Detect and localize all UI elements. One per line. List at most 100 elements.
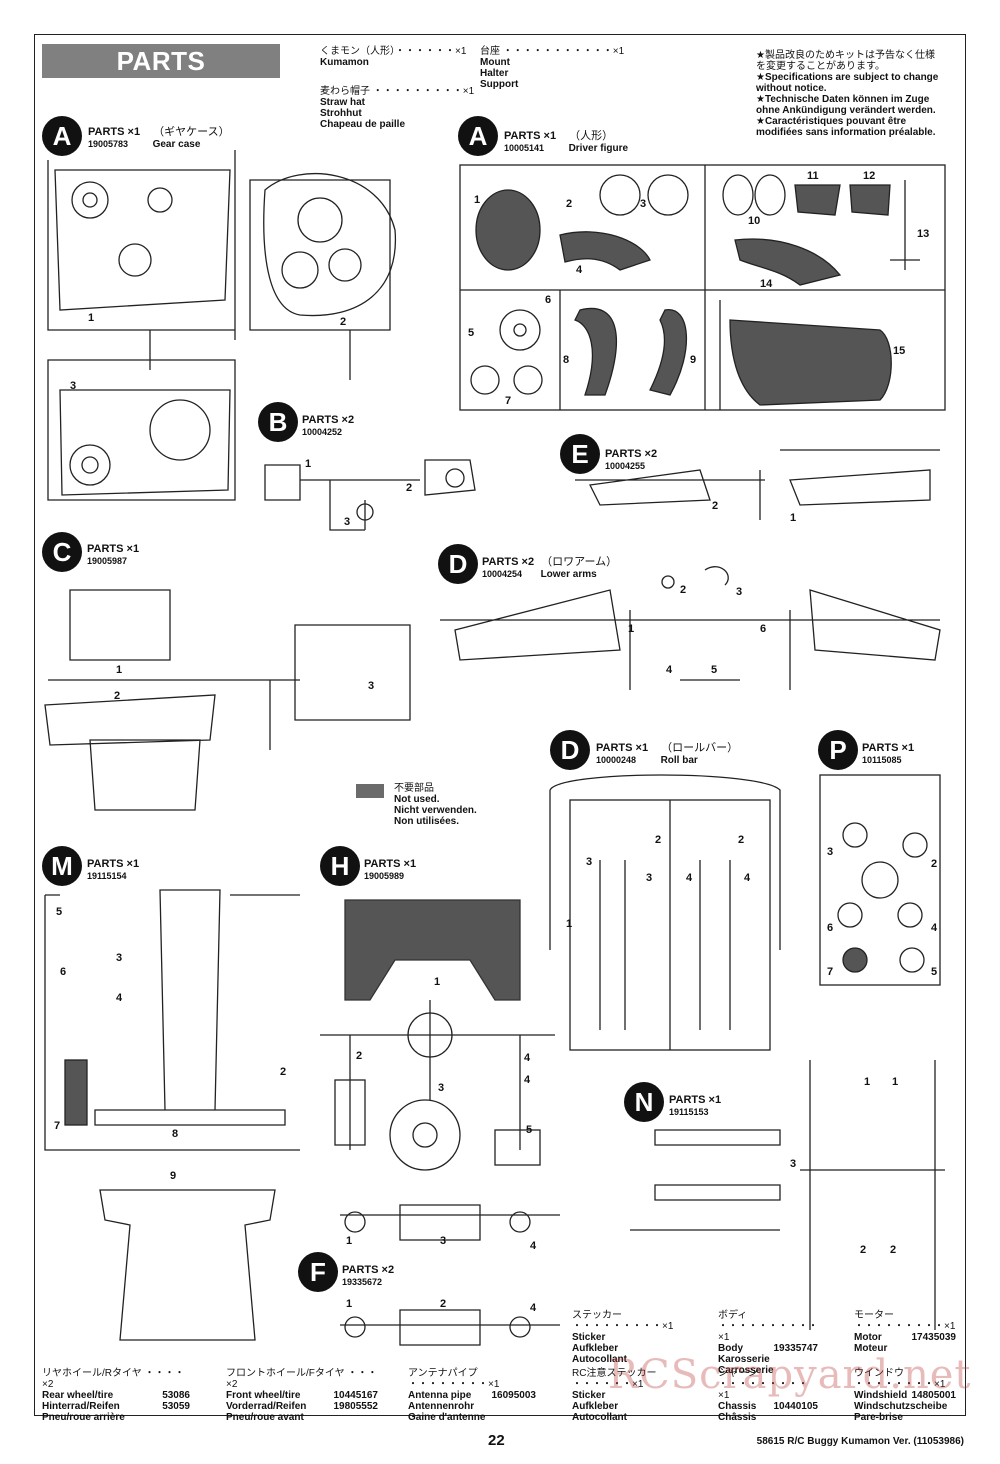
part-number: 2 [406, 482, 413, 494]
part-number: 9 [690, 354, 697, 366]
parts-d-lower-label: PARTS ×2 （ロワアーム） 10004254 Lower arms [482, 556, 618, 580]
part-number: 3 [586, 856, 593, 868]
part-number: 5 [468, 327, 475, 339]
parts-f-label: PARTS ×2 19335672 [342, 1264, 395, 1287]
part-number: 3 [646, 872, 653, 884]
part-number: 3 [368, 680, 375, 692]
parts-m-label: PARTS ×1 19115154 [87, 858, 140, 881]
part-number: 11 [807, 170, 819, 182]
parts-b-label: PARTS ×2 10004252 [302, 414, 355, 437]
part-number: 2 [440, 1298, 447, 1310]
badge-d-lower: D [438, 544, 478, 584]
part-number: 7 [505, 395, 512, 407]
page-number: 22 [488, 1432, 505, 1449]
mount-item: 台座 ・・・・・・・・・・・×1 Mount Halter Support [480, 46, 625, 90]
part-number: 6 [545, 294, 552, 306]
page-title: PARTS [42, 44, 280, 78]
badge-n: N [624, 1082, 664, 1122]
part-number: 2 [280, 1066, 287, 1078]
parts-c-label: PARTS ×1 19005987 [87, 543, 140, 566]
parts-d-roll-label: PARTS ×1 （ロールバー） 10000248 Roll bar [596, 742, 739, 766]
spec-notice: ★製品改良のためキットは予告なく仕様 を変更することがあります。 ★Specif… [756, 50, 939, 138]
part-number: 5 [711, 664, 718, 676]
part-number: 4 [116, 992, 123, 1004]
part-number: 4 [576, 264, 583, 276]
part-number: 1 [892, 1076, 899, 1088]
part-number: 7 [827, 966, 834, 978]
part-number: 3 [344, 516, 351, 528]
kumamon-item: くまモン（人形）・・・・・・×1 Kumamon [320, 46, 467, 68]
badge-c: C [42, 532, 82, 572]
part-number: 4 [530, 1302, 537, 1314]
part-number: 2 [356, 1050, 363, 1062]
part-number: 15 [893, 345, 906, 357]
part-number: 2 [712, 500, 719, 512]
parts-p-label: PARTS ×1 10115085 [862, 742, 915, 765]
part-number: 4 [524, 1074, 531, 1086]
straw-hat-item: 麦わら帽子 ・・・・・・・・・×1 Straw hat Strohhut Cha… [320, 86, 475, 130]
part-number: 2 [860, 1244, 867, 1256]
part-number: 2 [566, 198, 573, 210]
parts-h-label: PARTS ×1 19005989 [364, 858, 417, 881]
part-number: 3 [827, 846, 834, 858]
part-number: 3 [70, 380, 77, 392]
badge-a-driver: A [458, 116, 498, 156]
part-number: 1 [88, 312, 95, 324]
part-number: 2 [655, 834, 662, 846]
part-number: 4 [931, 922, 938, 934]
part-number: 5 [931, 966, 938, 978]
part-number: 4 [686, 872, 693, 884]
rc-sticker-item: RC注意ステッカー ・・・・・・×1 Sticker Aufkleber Aut… [572, 1368, 657, 1423]
part-number: 1 [790, 512, 797, 524]
badge-a-gear: A [42, 116, 82, 156]
part-number: 1 [346, 1298, 353, 1310]
model-number: 58615 R/C Buggy Kumamon Ver. (11053986) [756, 1436, 964, 1447]
part-number: 2 [340, 316, 347, 328]
parts-e-label: PARTS ×2 10004255 [605, 448, 658, 471]
part-number: 1 [116, 664, 123, 676]
part-number: 4 [744, 872, 751, 884]
part-number: 2 [680, 584, 687, 596]
part-number: 13 [917, 228, 930, 240]
part-number: 1 [434, 976, 441, 988]
part-number: 5 [56, 906, 63, 918]
parts-n-label: PARTS ×1 19115153 [669, 1094, 722, 1117]
part-number: 1 [864, 1076, 871, 1088]
part-number: 1 [474, 194, 481, 206]
part-number: 6 [827, 922, 834, 934]
part-number: 2 [114, 690, 121, 702]
part-number: 3 [640, 198, 647, 210]
part-number: 1 [305, 458, 312, 470]
badge-p: P [818, 730, 858, 770]
part-number: 3 [438, 1082, 445, 1094]
part-number: 8 [172, 1128, 179, 1140]
badge-d-roll: D [550, 730, 590, 770]
parts-a-driver-label: PARTS ×1 （人形） 10005141 Driver figure [504, 130, 629, 154]
part-number: 3 [440, 1235, 447, 1247]
badge-b: B [258, 402, 298, 442]
watermark: RCScrapyard.net [608, 1352, 972, 1398]
part-number: 6 [60, 966, 67, 978]
part-number: 12 [863, 170, 876, 182]
part-number: 4 [666, 664, 673, 676]
part-number: 3 [790, 1158, 797, 1170]
badge-e: E [560, 434, 600, 474]
parts-a-gear-label: PARTS ×1 （ギヤケース） 19005783 Gear case [88, 126, 230, 150]
not-used-legend: 不要部品 Not used. Nicht verwenden. Non util… [394, 783, 477, 827]
part-number: 1 [628, 623, 635, 635]
part-number: 5 [526, 1124, 533, 1136]
part-number: 1 [346, 1235, 353, 1247]
part-number: 2 [931, 858, 938, 870]
badge-f: F [298, 1252, 338, 1292]
part-number: 4 [524, 1052, 531, 1064]
part-number: 8 [563, 354, 570, 366]
sticker-item: ステッカー ・・・・・・・・・×1 Sticker Aufkleber Auto… [572, 1310, 674, 1365]
part-number: 3 [116, 952, 123, 964]
